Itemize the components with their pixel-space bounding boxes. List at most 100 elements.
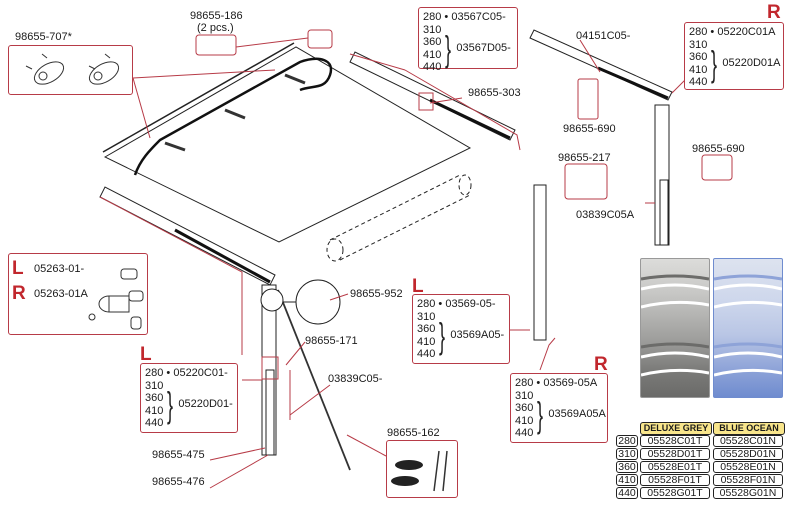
size-value: 410 <box>423 48 442 61</box>
column-header-blue-ocean: BLUE OCEAN <box>713 422 785 435</box>
part-label-98655-162: 98655-162 <box>387 427 440 439</box>
spec-box-arm-left[interactable]: 280 • 05220C01- 310 360 410 440 }05220D0… <box>140 363 238 433</box>
swatch-blue-ocean[interactable] <box>713 258 783 398</box>
size-value: 440 <box>689 76 708 88</box>
grey-part-cell[interactable]: 05528F01T <box>640 474 710 486</box>
size-value: 410 <box>689 63 708 76</box>
grey-part-cell[interactable]: 05528C01T <box>640 435 710 447</box>
detail-circle <box>260 279 341 325</box>
size-value: 360 <box>689 51 708 63</box>
part-number: 03569A05- <box>450 329 505 342</box>
side-marker-left: L <box>412 276 424 297</box>
part-box-tie-down-kit[interactable] <box>386 440 458 498</box>
clip-icon <box>25 53 120 85</box>
size-value: 310 <box>515 389 534 402</box>
part-label-03839C05: 03839C05- <box>328 373 383 385</box>
part-number: 05220D01A <box>722 57 781 70</box>
size-value: 440 <box>417 348 436 360</box>
side-marker-right: R <box>12 283 26 304</box>
part-label-98655-690-b: 98655-690 <box>692 143 745 155</box>
brace-icon: } <box>167 383 174 425</box>
part-qty-98655-186: (2 pcs.) <box>197 22 234 34</box>
part-number: 05220C01A <box>717 26 776 38</box>
part-box-end-cap[interactable]: L 05263-01- R 05263-01A <box>8 253 148 335</box>
brace-icon: } <box>537 393 544 435</box>
part-label-98655-952: 98655-952 <box>350 288 403 300</box>
size-value: 440 <box>423 61 442 73</box>
grey-part-cell[interactable]: 05528D01T <box>640 448 710 460</box>
part-label-98655-303: 98655-303 <box>468 87 521 99</box>
size-value: 410 <box>145 404 164 417</box>
blue-part-cell[interactable]: 05528F01N <box>713 474 783 486</box>
leg-left <box>261 284 351 471</box>
size-cell: 360 <box>616 461 638 473</box>
front-rail-left <box>99 186 276 286</box>
blue-part-cell[interactable]: 05528C01N <box>713 435 783 447</box>
size-value: 360 <box>145 392 164 404</box>
side-marker-right: R <box>594 354 608 375</box>
part-number-left: 05263-01- <box>34 263 85 275</box>
size-value: 440 <box>515 427 534 439</box>
part-number: 03569-05A <box>543 377 598 389</box>
stripe-pattern <box>640 274 710 377</box>
size-value: 440 <box>145 417 164 429</box>
part-number: 03567C05- <box>451 11 506 23</box>
size-value: 280 <box>423 11 442 23</box>
size-cell: 310 <box>616 448 638 460</box>
part-number: 05220C01- <box>173 367 228 379</box>
size-value: 310 <box>423 23 442 36</box>
size-value: 410 <box>515 414 534 427</box>
part-label-98655-171: 98655-171 <box>305 335 358 347</box>
tie-down-strap-icon <box>391 450 448 492</box>
part-number-right: 05263-01A <box>34 288 88 300</box>
size-cell: 410 <box>616 474 638 486</box>
size-value: 360 <box>423 36 442 48</box>
part-label-98655-476: 98655-476 <box>152 476 205 488</box>
grey-part-cell[interactable]: 05528G01T <box>640 487 710 499</box>
size-value: 310 <box>417 310 436 323</box>
arm-right <box>529 29 673 246</box>
size-value: 280 <box>417 298 436 310</box>
size-value: 360 <box>515 402 534 414</box>
spec-box-rear-rail[interactable]: 280 • 03567C05- 310 360 410 440 }03567D0… <box>418 7 518 73</box>
part-number: 03569A05A <box>548 408 606 421</box>
size-value: 360 <box>417 323 436 335</box>
blue-part-cell[interactable]: 05528G01N <box>713 487 783 499</box>
size-value: 310 <box>145 379 164 392</box>
part-label-03839C05A: 03839C05A <box>576 209 635 221</box>
part-box-98655-707[interactable] <box>8 45 133 95</box>
end-cap-icon <box>88 268 144 330</box>
brace-icon: } <box>711 42 718 84</box>
grey-part-cell[interactable]: 05528E01T <box>640 461 710 473</box>
part-label-98655-217: 98655-217 <box>558 152 611 164</box>
leg-middle <box>533 184 547 341</box>
column-header-deluxe-grey: DELUXE GREY <box>640 422 712 435</box>
brace-icon: } <box>445 27 452 69</box>
side-marker-right: R <box>767 2 781 23</box>
size-value: 280 <box>145 367 164 379</box>
swatch-deluxe-grey[interactable] <box>640 258 710 398</box>
part-number: 03567D05- <box>456 42 511 55</box>
part-label-04151C05: 04151C05- <box>576 30 631 42</box>
part-label-98655-690-a: 98655-690 <box>563 123 616 135</box>
blue-part-cell[interactable]: 05528E01N <box>713 461 783 473</box>
spec-box-leg-left[interactable]: 280 • 03569-05- 310 360 410 440 }03569A0… <box>412 294 510 364</box>
roller-tube-dashed <box>326 174 472 262</box>
part-number: 03569-05- <box>445 298 496 310</box>
blue-part-cell[interactable]: 05528D01N <box>713 448 783 460</box>
awning-fabric <box>102 42 472 243</box>
brace-icon: } <box>439 314 446 356</box>
side-marker-left: L <box>12 258 24 279</box>
size-value: 280 <box>689 26 708 38</box>
part-number: 05220D01- <box>178 398 233 411</box>
leader-lines <box>99 37 686 489</box>
part-label-98655-707: 98655-707* <box>15 31 72 43</box>
spec-box-arm-right[interactable]: 280 • 05220C01A 310 360 410 440 }05220D0… <box>684 22 784 90</box>
spec-box-leg-right[interactable]: 280 • 03569-05A 310 360 410 440 }03569A0… <box>510 373 608 443</box>
stripe-pattern <box>713 274 783 377</box>
part-label-98655-475: 98655-475 <box>152 449 205 461</box>
size-value: 280 <box>515 377 534 389</box>
size-cell: 440 <box>616 487 638 499</box>
part-label-98655-186: 98655-186 <box>190 10 243 22</box>
